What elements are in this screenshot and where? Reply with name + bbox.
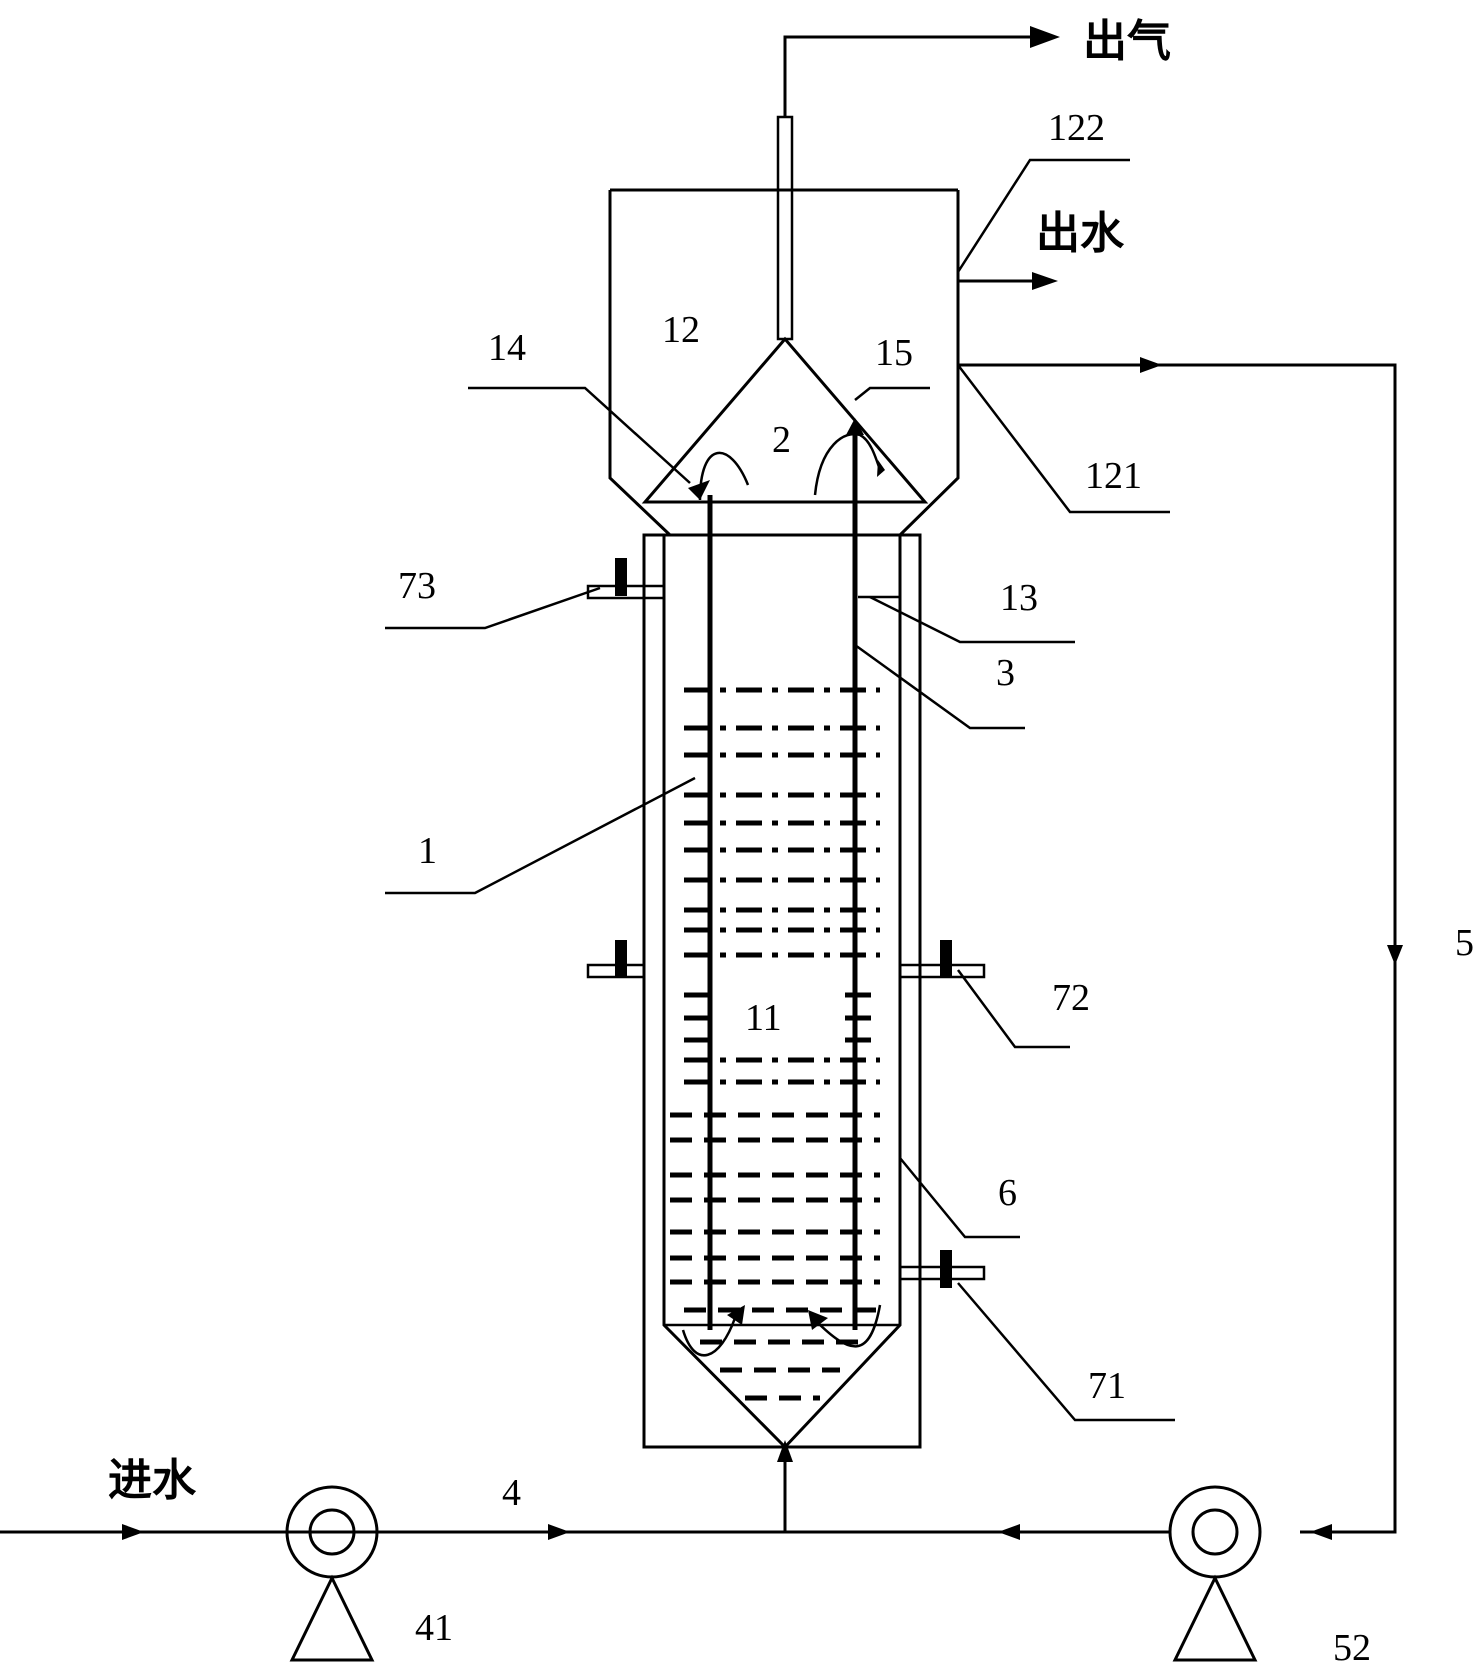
recirculation-line: [958, 357, 1403, 1540]
label-1: 1: [418, 830, 437, 872]
pump-52: [1168, 1485, 1262, 1662]
label-73: 73: [398, 565, 436, 607]
label-122: 122: [1048, 107, 1105, 149]
inlet-line: [0, 1440, 1170, 1540]
label-4: 4: [502, 1472, 521, 1514]
valve-71: [898, 1250, 986, 1288]
riser-tubes: [681, 418, 885, 1357]
label-52: 52: [1333, 1627, 1371, 1668]
label-11: 11: [745, 997, 782, 1039]
label-6: 6: [998, 1172, 1017, 1214]
label-5: 5: [1455, 922, 1474, 964]
label-121: 121: [1085, 455, 1142, 497]
settling-tank: [608, 188, 960, 537]
label-13: 13: [1000, 577, 1038, 619]
gas-out-label: 出气: [1083, 16, 1171, 67]
label-14: 14: [488, 327, 526, 369]
label-15: 15: [875, 332, 913, 374]
label-2: 2: [772, 419, 791, 461]
leader-lines: [385, 158, 1175, 1422]
label-71: 71: [1088, 1365, 1126, 1407]
valve-73: [586, 558, 666, 600]
label-41: 41: [415, 1607, 453, 1649]
water-outlet: [958, 272, 1058, 290]
water-jacket: [642, 533, 922, 1449]
gas-outlet-pipe: [776, 26, 1060, 341]
label-12: 12: [662, 309, 700, 351]
valve-72-left: [586, 940, 646, 979]
water-out-label: 出水: [1036, 208, 1125, 259]
packing-bed: [670, 687, 880, 1401]
valve-72: [898, 940, 986, 979]
label-3: 3: [996, 652, 1015, 694]
label-72: 72: [1052, 977, 1090, 1019]
water-in-label: 进水: [108, 1455, 197, 1506]
pump-41: [285, 1485, 379, 1662]
